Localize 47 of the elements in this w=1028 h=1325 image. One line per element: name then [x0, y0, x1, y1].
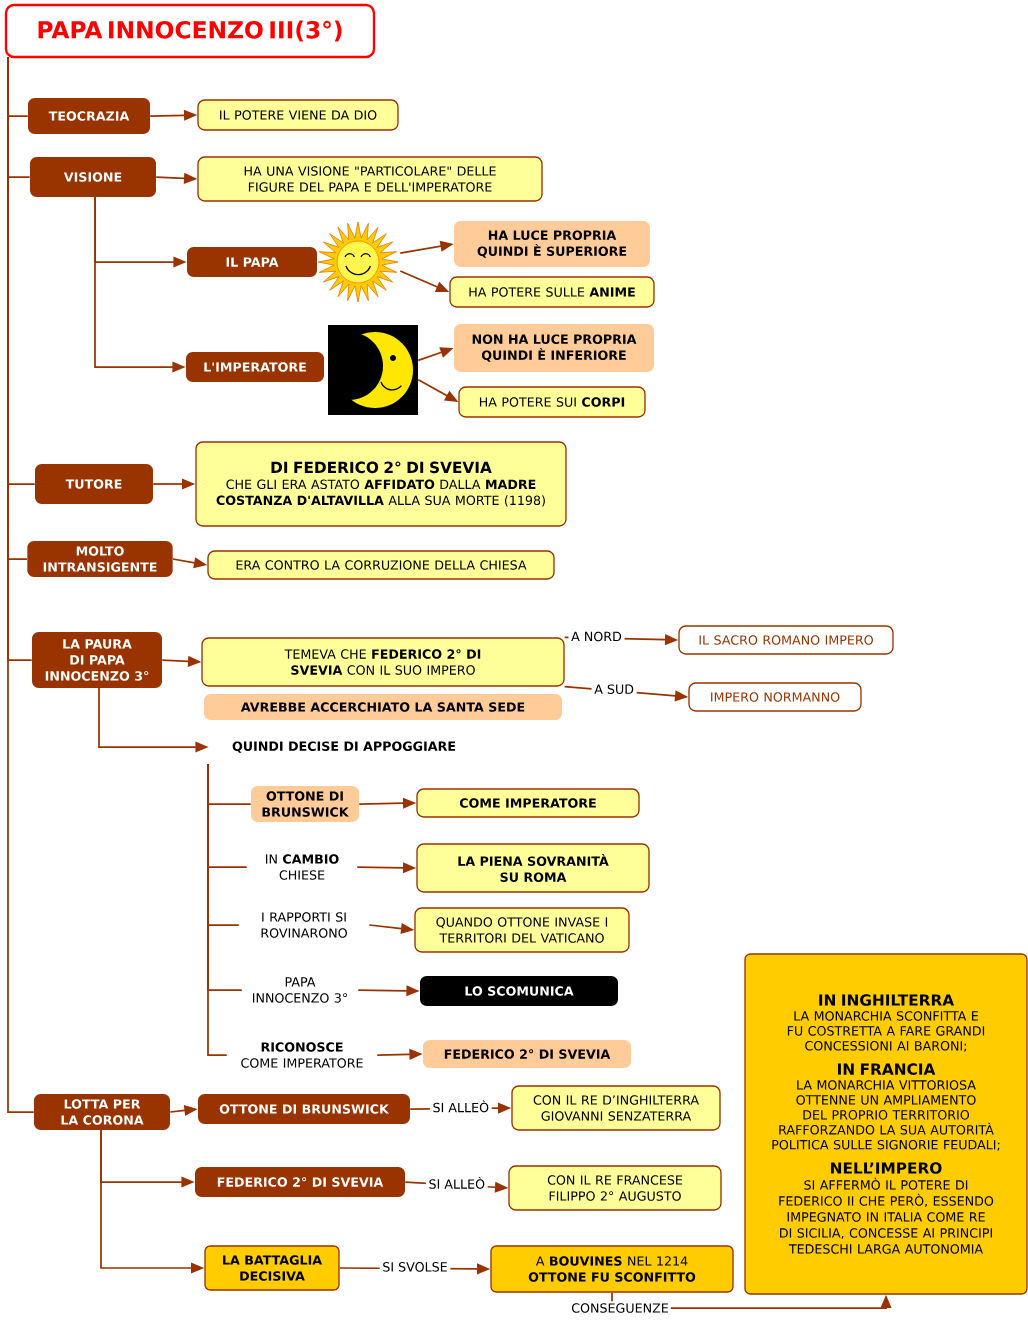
info-box: OTTONE DI BRUNSWICK — [251, 786, 359, 822]
info-box: FEDERICO 2° DI SVEVIA — [423, 1040, 631, 1068]
title-box: PAPA INNOCENZO III(3°) — [4, 3, 376, 59]
topic-box: FEDERICO 2° DI SVEVIA — [195, 1167, 405, 1197]
info-box: COME IMPERATORE — [416, 788, 640, 818]
topic-box: VISIONE — [30, 157, 156, 197]
edge-label: A SUD — [591, 680, 637, 701]
edge-label: SI ALLEÒ — [429, 1097, 492, 1120]
info-box: AVREBBE ACCERCHIATO LA SANTA SEDE — [204, 694, 562, 720]
info-box: HA LUCE PROPRIA QUINDI È SUPERIORE — [454, 221, 650, 267]
info-box: LA PIENA SOVRANITÀ SU ROMA — [416, 843, 650, 893]
info-box: TEMEVA CHE FEDERICO 2° DI SVEVIA CON IL SUO IMPERO — [201, 637, 565, 687]
topic-box: LOTTA PER LA CORONA — [34, 1094, 170, 1130]
topic-box: TEOCRAZIA — [28, 98, 150, 134]
info-box: QUANDO OTTONE INVASE I TERRITORI DEL VATICANO — [414, 907, 630, 953]
info-box: A BOUVINES NEL 1214 OTTONE FU SCONFITTO — [490, 1245, 734, 1293]
topic-box: L'IMPERATORE — [186, 352, 324, 382]
text-label: IN CAMBIO CHIESE — [266, 854, 339, 880]
info-box: LA BATTAGLIA DECISIVA — [204, 1245, 340, 1291]
info-box: NON HA LUCE PROPRIA QUINDI È INFERIORE — [454, 324, 654, 372]
info-box: HA UNA VISIONE "PARTICOLARE" DELLE FIGURE DEL PAPA E DELL'IMPERATORE — [197, 156, 543, 202]
topic-box: IL PAPA — [187, 247, 317, 277]
topic-box: TUTORE — [35, 464, 153, 504]
topic-box: LA PAURA DI PAPA INNOCENZO 3° — [32, 632, 162, 688]
info-box: IN INGHILTERRA LA MONARCHIA SCONFITTA E FU COSTRETTA A FARE GRANDI CONCESSIONI AI BARONI; IN FRANCIA LA MONARCHIA VITTORIOSA OTTENNE UN AMPLIAMENTO DEL PROPRIO TERRITORIO RAFFORZANDO LA SUA AUTORITÀ POLITICA SULLE SIGNORIE FEUDALI; NELL’IMPERO SI AFFERMÒ IL POTERE DI FEDERICO II CHE PERÒ, ESSENDO IMPEGNATO IN ITALIA COME RE DI SICILIA, CONCESSE AI PRINCIPI TEDESCHI LARGA AUTONOMIA — [744, 953, 1028, 1295]
text-label: I RAPPORTI SI ROVINARONO — [261, 912, 347, 938]
info-box: CON IL RE FRANCESE FILIPPO 2° AUGUSTO — [508, 1165, 722, 1211]
info-box: LO SCOMUNICA — [420, 976, 618, 1006]
moon-drawing — [328, 325, 418, 415]
info-box: CON IL RE D’INGHILTERRA GIOVANNI SENZATERRA — [511, 1085, 721, 1131]
text-label: QUINDI DECISE DI APPOGGIARE — [232, 741, 456, 753]
text-label: RICONOSCE COME IMPERATORE — [241, 1042, 363, 1068]
text-label: PAPA INNOCENZO 3° — [253, 977, 347, 1003]
sun-drawing — [317, 221, 399, 303]
edge-label: SI ALLEÒ — [425, 1174, 488, 1196]
info-box: IL POTERE VIENE DA DIO — [197, 99, 399, 131]
info-box: ERA CONTRO LA CORRUZIONE DELLA CHIESA — [207, 550, 555, 580]
info-box: HA POTERE SULLE ANIME — [449, 276, 655, 308]
info-box: DI FEDERICO 2° DI SVEVIA CHE GLI ERA ASTATO AFFIDATO DALLA MADRE COSTANZA D'ALTAVILLA ALLA SUA MORTE (1198) — [195, 441, 567, 527]
info-box: HA POTERE SUI CORPI — [458, 386, 646, 418]
edge-label: CONSEGUENZE — [569, 1301, 671, 1315]
topic-box: MOLTO INTRANSIGENTE — [27, 541, 173, 577]
edge-label: A NORD — [568, 627, 625, 649]
edge-label: SI SVOLSE — [379, 1258, 451, 1279]
info-box: IMPERO NORMANNO — [688, 682, 862, 712]
topic-box: OTTONE DI BRUNSWICK — [198, 1094, 410, 1124]
info-box: IL SACRO ROMANO IMPERO — [678, 625, 894, 655]
